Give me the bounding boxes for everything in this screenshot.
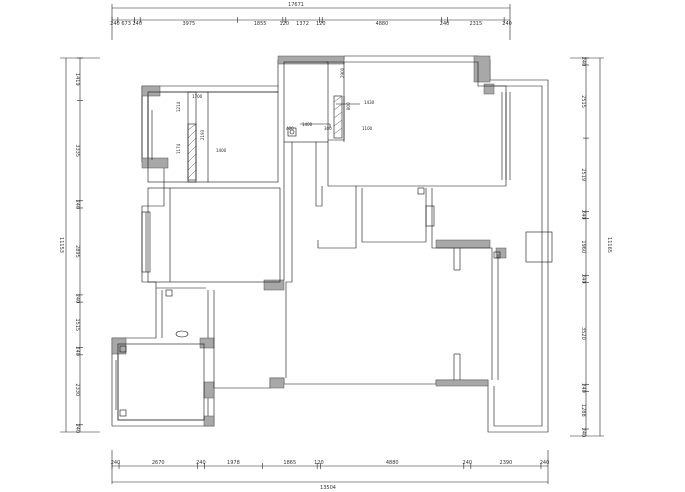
left-dim-segment-label: 240: [74, 424, 80, 434]
left-dim-segment-label: 1419: [74, 73, 80, 86]
top-dim-segment-label: 673: [121, 21, 131, 27]
drain-marker: [119, 345, 127, 353]
left-dimension-chain: 11153 1419 3335 240 2895 240 1515 240 2330 240: [58, 57, 100, 434]
right-dim-segment-label: 240: [580, 210, 586, 220]
right-dim-segment-label: 240: [580, 57, 586, 67]
right-dim-segment-label: 240: [580, 428, 586, 438]
top-dim-segment-label: 1855: [254, 21, 267, 27]
right-dim-segment-label: 240: [580, 274, 586, 284]
bottom-dim-segment-label: 240: [540, 460, 550, 466]
toilet-fixture: [175, 330, 189, 338]
annotation-b3: 1100: [362, 126, 373, 131]
counter-hatch: [333, 95, 343, 139]
bottom-dim-segment-label: 240: [463, 460, 473, 466]
left-dim-segment-label: 240: [74, 294, 80, 304]
bottom-dim-segment-label: 2390: [500, 460, 513, 466]
top-dim-segment-label: 3975: [182, 21, 195, 27]
annotation-a2: 1174: [176, 143, 181, 154]
wardrobe-hatch: [187, 123, 197, 181]
left-dim-segment-label: 3335: [74, 144, 80, 157]
top-dim-segment-label: 4880: [376, 21, 389, 27]
top-dim-segment-label: 1372: [296, 21, 309, 27]
bottom-dim-segment-label: 1865: [283, 460, 296, 466]
fixtures: [119, 103, 501, 417]
bottom-total-dim: 13504: [320, 485, 336, 491]
left-dim-segment-label: 2330: [74, 383, 80, 396]
annotation-a5: 1400: [216, 148, 227, 153]
annotation-c3: 800: [346, 102, 351, 110]
column-marker: [417, 187, 425, 195]
left-dim-segment-label: 1515: [74, 318, 80, 331]
bottom-dim-segment-label: 240: [111, 460, 121, 466]
left-dim-segment-label: 240: [74, 346, 80, 356]
bottom-dim-segment-label: 4880: [386, 460, 399, 466]
interior-walls: [115, 61, 553, 421]
right-total-dim: 11165: [606, 237, 612, 253]
column-marker-2: [493, 251, 501, 259]
right-dim-segment-label: 2519: [580, 168, 586, 181]
right-dimension-chain: 11165 240 2515 2519 240 1960 240 3520 240 1288 24…: [570, 57, 612, 438]
annotation-c1: 1400: [302, 122, 313, 127]
left-dim-segment-label: 2895: [74, 245, 80, 258]
top-dim-segment-label: 2315: [469, 21, 482, 27]
left-total-dim: 11153: [58, 237, 64, 253]
left-dim-segment-label: 240: [74, 200, 80, 210]
bottom-dim-segment-label: 120: [314, 460, 324, 466]
drain-marker-2: [119, 409, 127, 417]
column-marker-3: [165, 289, 173, 297]
structural-columns: [111, 55, 507, 427]
top-dim-segment-label: 240: [110, 21, 120, 27]
top-dim-segment-label: 240: [132, 21, 142, 27]
annotation-b1: 2900: [340, 67, 345, 78]
annotation-a3: 2193: [200, 129, 205, 140]
top-total-dim: 17671: [288, 2, 304, 8]
annotation-b2: 1430: [364, 100, 375, 105]
right-dim-segment-label: 1288: [580, 404, 586, 417]
bottom-dim-segment-label: 1978: [227, 460, 240, 466]
top-dim-segment-label: 120: [316, 21, 326, 27]
right-dim-segment-label: 1960: [580, 240, 586, 253]
annotation-c4: 400: [286, 126, 294, 131]
sink-fixture: [287, 127, 297, 137]
annotation-c2: 300: [324, 126, 332, 131]
top-dim-segment-label: 120: [280, 21, 290, 27]
room-annotations: 1214 1174 2193 1700 1400 2900 1430 1100 …: [176, 67, 375, 154]
bottom-dimension-chain: 13504 240 2670 240 1978 1865 120 4880 240 2390 24…: [111, 450, 550, 491]
right-dim-segment-label: 240: [580, 383, 586, 393]
bottom-dim-segment-label: 2670: [152, 460, 165, 466]
top-dim-segment-label: 240: [502, 21, 512, 27]
bottom-dim-segment-label: 240: [196, 460, 206, 466]
annotation-a4: 1700: [192, 94, 203, 99]
annotation-a1: 1214: [176, 101, 181, 112]
right-dim-segment-label: 3520: [580, 327, 586, 340]
top-dim-segment-label: 240: [440, 21, 450, 27]
right-dim-segment-label: 2515: [580, 95, 586, 108]
